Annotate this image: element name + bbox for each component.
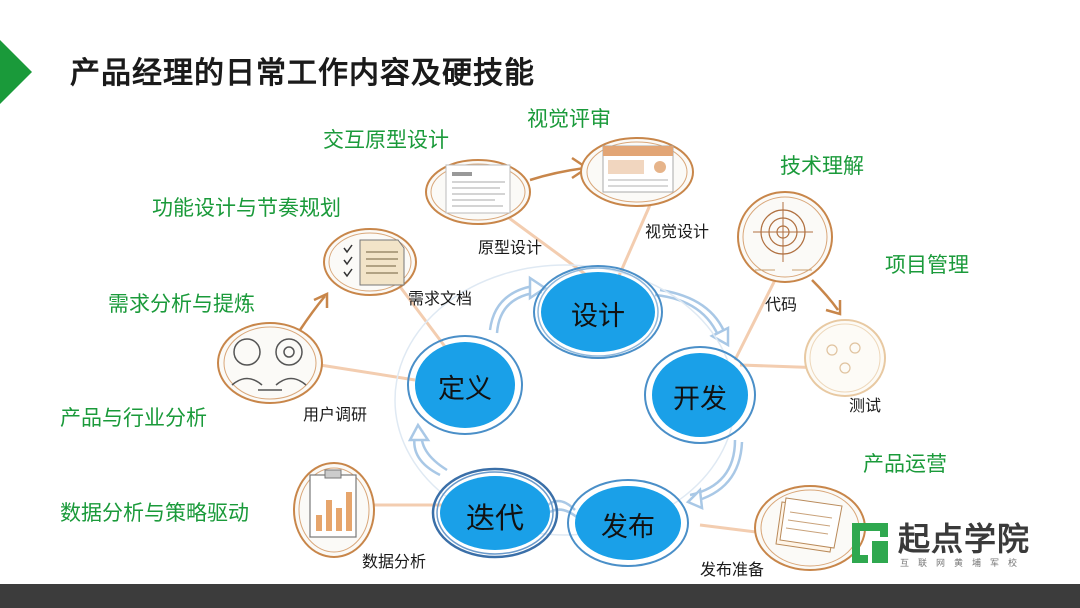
user-research-sketch-icon — [217, 322, 323, 404]
brand-slogan: 互联网黄埔军校 — [900, 559, 1027, 569]
cycle-nodes — [407, 265, 756, 567]
product-operation-sketch-icon — [754, 485, 866, 571]
corner-triangle-icon — [0, 40, 32, 104]
requirement-doc-sketch-icon — [323, 228, 417, 296]
data-analysis-sketch-icon — [293, 462, 375, 558]
logo-mark-icon — [852, 523, 888, 563]
task-visual-design: 视觉设计 — [645, 222, 710, 241]
task-code: 代码 — [765, 295, 798, 314]
test-sketch-icon — [804, 319, 886, 397]
arrow-to-test-icon — [811, 279, 840, 311]
skill-feature-planning: 功能设计与节奏规划 — [152, 196, 341, 220]
tech-target-sketch-icon — [737, 191, 833, 283]
arrow-to-requirement-icon — [298, 295, 326, 331]
skill-visual-review: 视觉评审 — [527, 107, 611, 131]
task-user-research: 用户调研 — [303, 405, 368, 424]
arrow-to-visual-icon — [529, 166, 586, 182]
visual-design-sketch-icon — [580, 137, 694, 207]
node-develop-label: 开发 — [673, 384, 727, 415]
brand-name: 起点学院 — [898, 520, 1031, 558]
footer-bar — [0, 584, 1080, 608]
connector-lines — [319, 204, 826, 537]
task-data-analysis: 数据分析 — [362, 552, 427, 571]
skill-tech-understanding: 技术理解 — [780, 154, 864, 178]
skill-product-operation: 产品运营 — [863, 452, 947, 476]
node-iterate-label: 迭代 — [465, 501, 524, 535]
prototype-sketch-icon — [425, 159, 531, 225]
skill-project-management: 项目管理 — [885, 253, 969, 277]
skill-requirement-analysis: 需求分析与提炼 — [108, 292, 255, 316]
skill-interaction-prototype: 交互原型设计 — [323, 128, 449, 152]
node-design-label: 设计 — [571, 301, 625, 332]
task-test: 测试 — [849, 396, 882, 415]
task-release-prep: 发布准备 — [700, 560, 765, 579]
task-prototype: 原型设计 — [478, 238, 543, 257]
task-requirement-doc: 需求文档 — [408, 289, 473, 308]
node-define-label: 定义 — [438, 374, 492, 405]
skill-industry-analysis: 产品与行业分析 — [60, 406, 207, 430]
skill-data-strategy: 数据分析与策略驱动 — [60, 501, 249, 525]
page-title: 产品经理的日常工作内容及硬技能 — [70, 56, 535, 91]
node-release-label: 发布 — [601, 512, 655, 543]
